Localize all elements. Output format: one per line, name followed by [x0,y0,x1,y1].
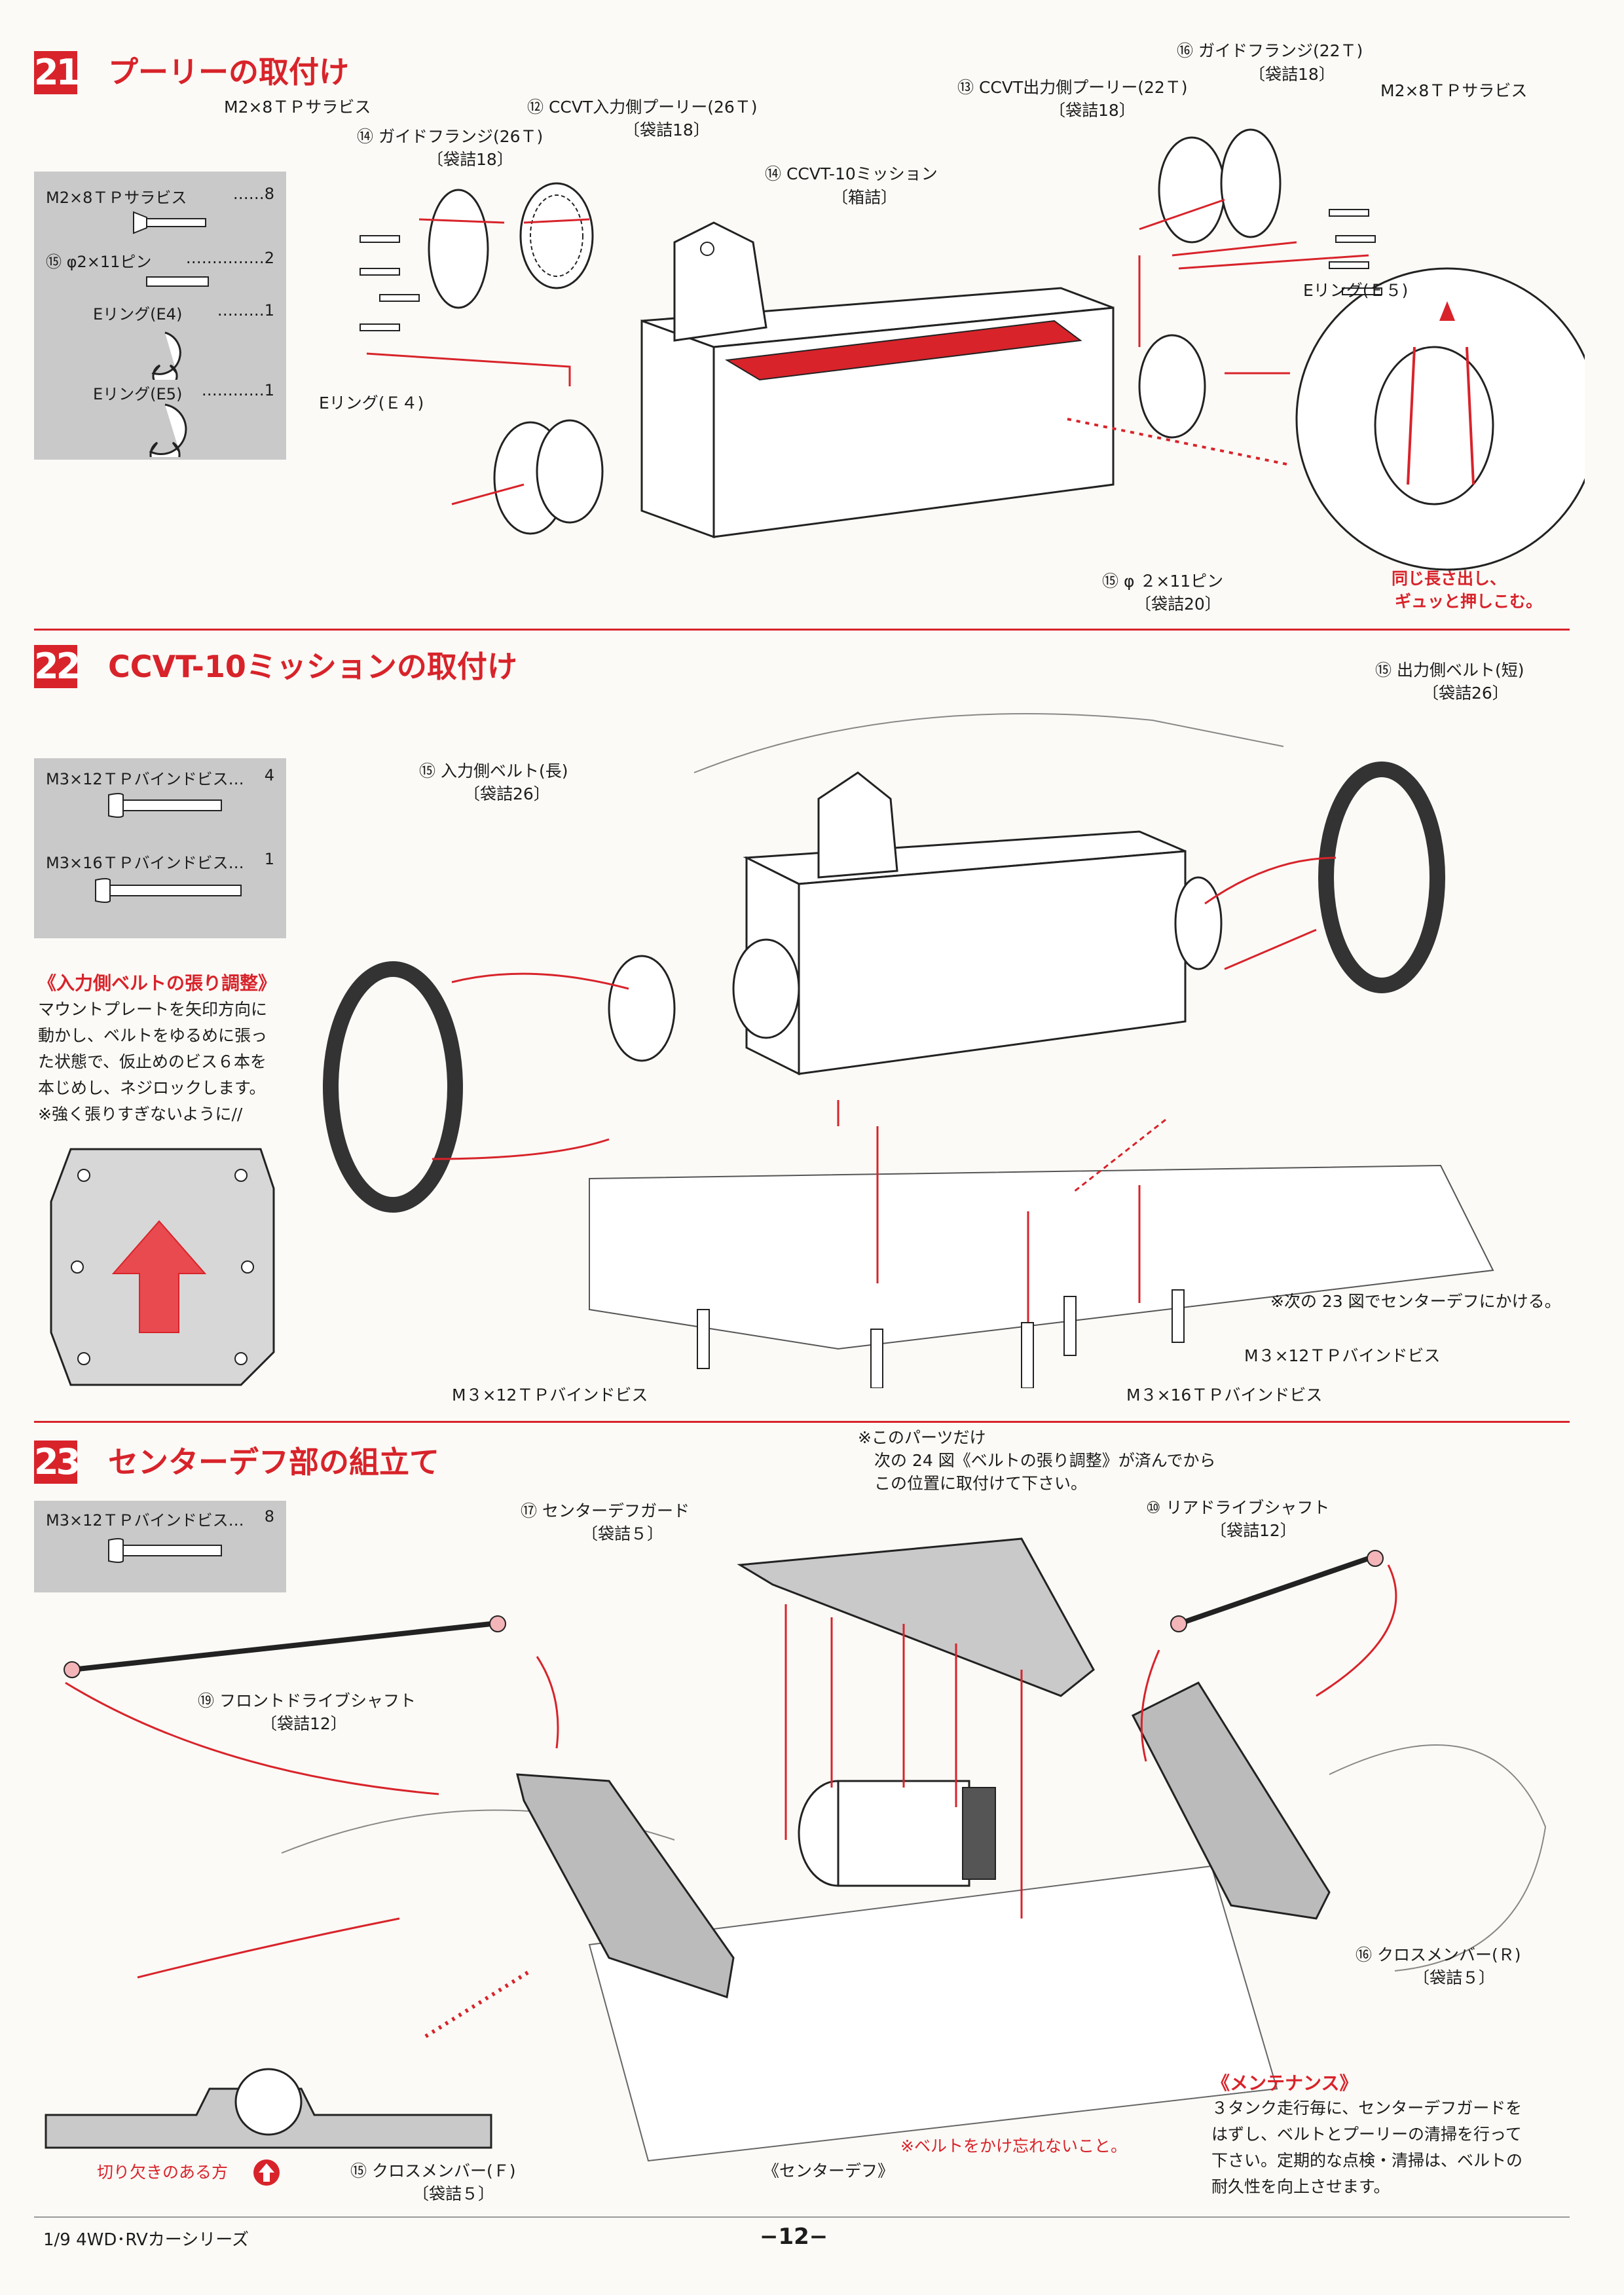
parts-row: M3×12ＴＰバインドビス…4 [46,766,274,788]
label: ⑭ ガイドフランジ(26Ｔ) [357,127,544,146]
label: ⑯ ガイドフランジ(22Ｔ) [1177,41,1363,60]
label: 〔袋詰20〕 [1135,595,1221,614]
maintenance-title: 《メンテナンス》 [1211,2072,1358,2094]
parts-row: Eリング(E5)…………1 [93,381,274,403]
front-drive-shaft [71,1621,492,1672]
center-diff-diagram [45,1537,1547,2162]
output-pulley-illustration [1138,128,1282,439]
label: M３×12ＴＰバインドビス [1244,1346,1441,1365]
binding-screw-icon [108,793,222,818]
step-title: CCVT-10ミッションの取付け [108,649,517,684]
notice: この位置に取付けて下さい。 [874,1474,1088,1493]
label: 〔箱詰〕 [832,188,898,207]
step-number: 23 [34,1441,81,1484]
parts-box: M3×12ＴＰバインドビス…8 [34,1501,286,1592]
label: ⑩ リアドライブシャフト [1146,1498,1330,1517]
label: ⑮ クロスメンバー(Ｆ) [350,2161,516,2180]
label: 〔袋詰26〕 [1422,684,1509,703]
label: M３×12ＴＰバインドビス [452,1386,648,1405]
label: 〔袋詰５〕 [1413,1968,1496,1987]
label: M2×8ＴＰサラビス [224,98,371,117]
output-belt [1318,762,1445,993]
e-ring-icon [149,403,187,457]
countersunk-screw-icon [133,211,206,234]
tension-text: マウントプレートを矢印方向に 動かし、ベルトをゆるめに張っ た状態で、仮止めのビ… [38,1000,268,1124]
parts-box: M3×12ＴＰバインドビス…4 M3×16ＴＰバインドビス…1 [34,758,286,938]
notice: 次の 24 図《ベルトの張り調整》が済んでから [874,1451,1216,1470]
e-ring-icon [151,331,181,380]
label: ⑲ フロントドライブシャフト [198,1691,416,1710]
label: 〔袋詰５〕 [581,1524,664,1543]
label: 〔袋詰18〕 [623,120,710,139]
cross-member-r [1131,1681,1331,1920]
warning: ※ベルトをかけ忘れないこと。 [900,2137,1127,2156]
parts-box: M2×8ＴＰサラビス……8 ⑮ φ2×11ピン……………2 Eリング(E4)……… [34,172,286,460]
mount-plate-illustration [50,1148,275,1386]
label: 〔袋詰５〕 [413,2184,495,2203]
ccvt-mission-illustration [640,221,1115,539]
parts-row: M3×16ＴＰバインドビス…1 [46,850,274,872]
label: ※次の 23 図でセンターデフにかける。 [1270,1292,1561,1311]
label: ⑮ 入力側ベルト(長) [419,762,568,780]
pulley-assembly-diagram [360,128,1585,571]
binding-screw-icon [108,1538,222,1563]
maintenance-text: ３タンク走行毎に、センターデフガードを はずし、ベルトとプーリーの清掃を行って … [1211,2099,1523,2196]
rear-drive-shaft [1177,1556,1370,1626]
step-title: プーリーの取付け [108,54,349,90]
label: 〔袋詰26〕 [464,784,550,803]
parts-row: M2×8ＴＰサラビス……8 [46,185,274,207]
series-name: 1/9 4WD･RVカーシリーズ [43,2230,249,2250]
label: ⑰ センターデフガード [521,1501,690,1520]
label: 〔袋詰18〕 [1249,65,1335,84]
input-belt [323,961,463,1213]
label: 〔袋詰18〕 [1049,101,1135,120]
mission-install-diagram [323,713,1494,1388]
notice: ※このパーツだけ [858,1428,986,1447]
note: 同じ長さ出し、 [1392,569,1507,588]
label: 〔袋詰18〕 [427,150,513,169]
tension-title: 《入力側ベルトの張り調整》 [38,972,277,994]
pin-icon [146,276,209,287]
label: ⑯ クロスメンバー(Ｒ) [1356,1945,1521,1964]
footer-divider [34,2216,1570,2218]
parts-row: Eリング(E4)………1 [93,301,274,323]
label: 《センターデフ》 [763,2161,895,2180]
label: ⑮ φ ２×11ピン [1102,572,1224,591]
label: Eリング(Ｅ４) [319,394,424,413]
note: ギュッと押しこむ。 [1395,592,1543,611]
label: ⑭ CCVT-10ミッション [765,164,938,183]
diff-guard-illustration [737,1537,1095,1697]
notch-label: 切り欠きのある方 [97,2163,229,2182]
step-number: 21 [34,51,81,94]
label: M３×16ＴＰバインドビス [1126,1386,1323,1405]
label: 〔袋詰12〕 [261,1714,347,1733]
label: Eリング(Ｅ５) [1303,281,1409,300]
parts-row: M3×12ＴＰバインドビス…8 [46,1507,274,1530]
section-divider [34,629,1570,631]
parts-row: ⑮ φ2×11ピン……………2 [46,249,274,271]
binding-screw-icon [95,878,242,903]
label: ⑮ 出力側ベルト(短) [1375,661,1524,680]
label: ⑫ CCVT入力側プーリー(26Ｔ) [527,98,758,117]
up-arrow-icon [253,2159,280,2186]
section-divider [34,1421,1570,1423]
step-title: センターデフ部の組立て [108,1444,439,1480]
page-number: −12− [760,2224,828,2250]
label: ⑬ CCVT出力側プーリー(22Ｔ) [957,78,1188,97]
cross-member-f [516,1773,735,1998]
step-number: 22 [34,645,81,688]
label: M2×8ＴＰサラビス [1380,81,1528,100]
label: 〔袋詰12〕 [1210,1521,1297,1540]
